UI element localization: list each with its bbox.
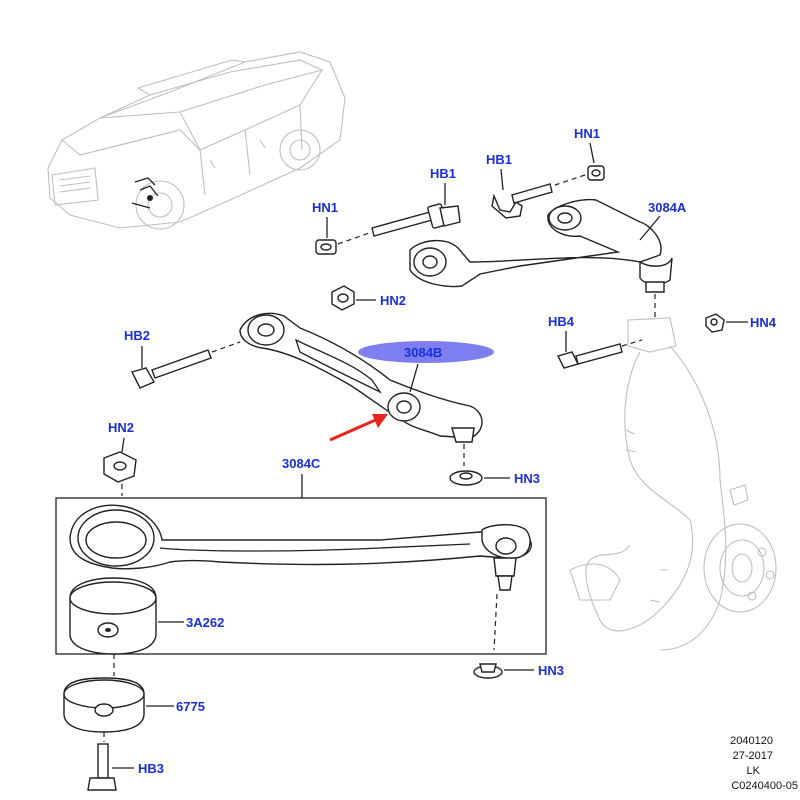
hb1-callout-a: HB1 bbox=[430, 166, 456, 205]
footer-line-2: 27-2017 bbox=[733, 750, 773, 762]
nut-hn1-top bbox=[554, 165, 605, 186]
nut-hn3-top bbox=[449, 470, 483, 486]
label-hb4: HB4 bbox=[548, 314, 575, 329]
red-arrow-indicator bbox=[329, 414, 388, 442]
label-hn3-bottom: HN3 bbox=[538, 663, 564, 678]
bolt-hb3 bbox=[87, 743, 117, 791]
hb1-callout-b: HB1 bbox=[486, 152, 512, 191]
label-3084c: 3084C bbox=[282, 456, 321, 471]
nut-hn3-bottom bbox=[473, 663, 503, 679]
label-hn2-top: HN2 bbox=[380, 293, 406, 308]
label-hb3: HB3 bbox=[138, 761, 164, 776]
hb4-callout: HB4 bbox=[548, 314, 575, 352]
hn4-callout: HN4 bbox=[726, 315, 777, 330]
label-hn3-top: HN3 bbox=[514, 471, 540, 486]
bolt-hb1-a bbox=[371, 203, 461, 237]
hn2-top-callout: HN2 bbox=[356, 293, 406, 308]
footer-line-4: C0240400-05 bbox=[731, 780, 798, 792]
label-3084a: 3084A bbox=[648, 200, 687, 215]
hb3-callout: HB3 bbox=[112, 761, 164, 776]
bolt-hb4 bbox=[556, 339, 643, 369]
lower-control-arm-3084c bbox=[69, 504, 532, 651]
label-hn2-bottom: HN2 bbox=[108, 420, 134, 435]
label-hb1-b: HB1 bbox=[486, 152, 512, 167]
label-hb1-a: HB1 bbox=[430, 166, 456, 181]
bushing-3a262 bbox=[69, 577, 157, 676]
upper-control-arm-3084a bbox=[409, 198, 673, 318]
label-3a262: 3A262 bbox=[186, 615, 224, 630]
label-hn4: HN4 bbox=[750, 315, 777, 330]
footer-line-1: 2040120 bbox=[730, 735, 773, 747]
upper-arm-callout: 3084A bbox=[639, 200, 687, 241]
hn2-bottom-callout: HN2 bbox=[108, 420, 134, 453]
label-3084b: 3084B bbox=[404, 345, 442, 360]
label-hb2: HB2 bbox=[124, 328, 150, 343]
lower-arm-c-callout: 3084C bbox=[282, 456, 321, 498]
nut-hn4 bbox=[705, 313, 725, 333]
bushing-6775 bbox=[63, 677, 145, 742]
lower-control-arm-3084b bbox=[239, 312, 483, 466]
vehicle-overview-illustration bbox=[47, 51, 346, 230]
hn3-top-callout: HN3 bbox=[484, 471, 540, 486]
steering-knuckle-illustration bbox=[569, 317, 777, 651]
footer-line-3: LK bbox=[747, 765, 761, 777]
figure-reference-code: 2040120 27-2017 LK C0240400-05 bbox=[730, 735, 798, 792]
highlight-ellipse bbox=[358, 341, 494, 363]
bushing-6775-callout: 6775 bbox=[146, 699, 205, 714]
hb2-callout: HB2 bbox=[124, 328, 150, 368]
hn3-bottom-callout: HN3 bbox=[504, 663, 564, 678]
label-hn1-top: HN1 bbox=[574, 126, 600, 141]
bushing-3a262-callout: 3A262 bbox=[158, 615, 224, 630]
label-hn1-left: HN1 bbox=[312, 200, 338, 215]
nut-hn2-bottom bbox=[103, 451, 137, 496]
nut-hn1-left bbox=[315, 231, 373, 255]
bolt-hb1-b bbox=[491, 183, 553, 219]
component-group-box bbox=[55, 497, 547, 655]
hn1-left-callout: HN1 bbox=[312, 200, 338, 238]
nut-hn2-top bbox=[331, 285, 355, 311]
hn1-top-callout: HN1 bbox=[574, 126, 600, 164]
label-6775: 6775 bbox=[176, 699, 205, 714]
bolt-hb2 bbox=[130, 341, 241, 389]
lower-arm-b-callout: 3084B bbox=[358, 341, 494, 393]
